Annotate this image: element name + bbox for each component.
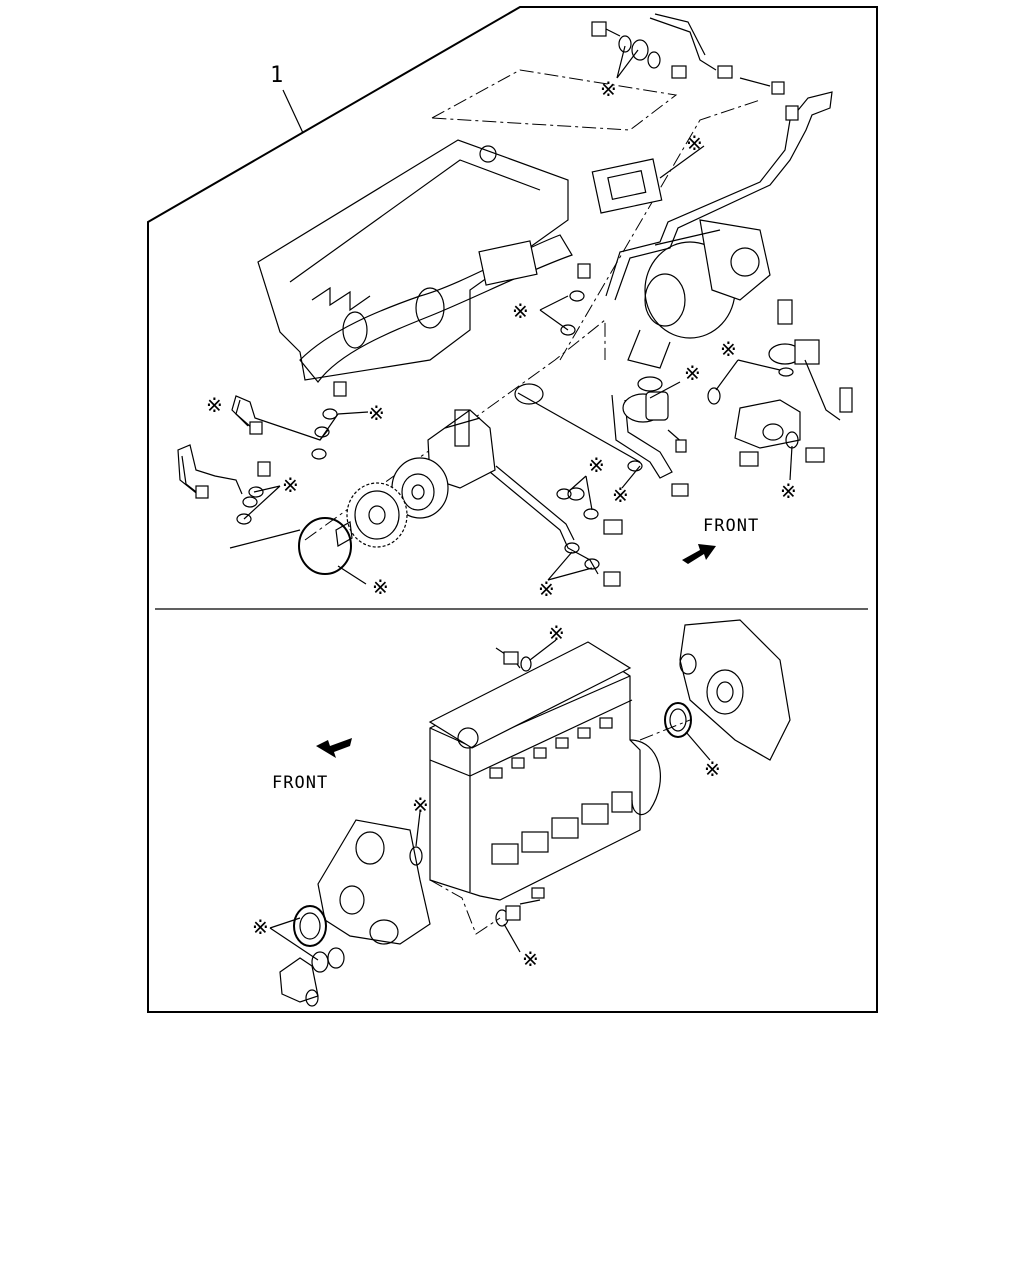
asterisk-icon: ※: [282, 473, 299, 497]
front-arrow-icon-upper: [682, 544, 716, 564]
lower-panel-engine-block: [269, 619, 791, 1007]
front-label-lower: FRONT: [272, 773, 328, 793]
asterisk-icon: ※: [548, 621, 565, 645]
asterisk-icon: ※: [368, 401, 385, 425]
turbocharger: [627, 219, 771, 369]
asterisk-icon: ※: [612, 483, 629, 507]
asterisk-icon: ※: [720, 337, 737, 361]
asterisk-icon: ※: [412, 793, 429, 817]
callout-number: 1: [270, 63, 283, 88]
fuel-pipe-lower-left: [177, 444, 243, 497]
asterisk-icon: ※: [206, 393, 223, 417]
asterisk-icon: ※: [686, 131, 703, 155]
injection-pump: [391, 409, 496, 519]
pump-drive-gear: [346, 482, 408, 548]
asterisk-icon: ※: [704, 757, 721, 781]
front-oil-seal: [293, 905, 327, 947]
banjo-bolt-top: [591, 21, 799, 121]
service-part-marks-upper: ※ ※ ※ ※ ※ ※ ※ ※ ※ ※ ※ ※ ※: [206, 77, 797, 601]
fuel-pipe-upper-left: [231, 395, 329, 441]
asterisk-icon: ※: [538, 577, 555, 601]
coolant-bracket-right: [707, 299, 853, 467]
asterisk-icon: ※: [512, 299, 529, 323]
asterisk-icon: ※: [252, 915, 269, 939]
rear-flywheel-housing: [679, 619, 791, 761]
asterisk-icon: ※: [600, 77, 617, 101]
fuel-pipe-middle: [489, 471, 599, 575]
manifold-flange-gasket: [478, 240, 538, 286]
exhaust-manifold: [299, 234, 573, 383]
o-ring-large: [298, 517, 352, 575]
service-part-marks-lower: ※ ※ ※ ※ ※: [252, 621, 721, 971]
turbo-oil-feed-pipe: [605, 91, 833, 301]
asterisk-icon: ※: [372, 575, 389, 599]
turbo-oil-return-pipe: [611, 394, 673, 479]
asterisk-icon: ※: [780, 479, 797, 503]
callout-leader: [282, 89, 304, 134]
manifold-gasket: [591, 158, 663, 214]
rear-oil-seal: [664, 702, 692, 738]
cylinder-head: [257, 139, 569, 381]
asterisk-icon: ※: [684, 361, 701, 385]
front-timing-cover: [317, 819, 431, 945]
asterisk-icon: ※: [522, 947, 539, 971]
diagram-frame: [147, 6, 878, 1013]
front-label-upper: FRONT: [703, 516, 759, 536]
asterisk-icon: ※: [588, 453, 605, 477]
upper-panel-engine-top: [177, 13, 853, 587]
front-arrow-icon-lower: [316, 738, 352, 758]
